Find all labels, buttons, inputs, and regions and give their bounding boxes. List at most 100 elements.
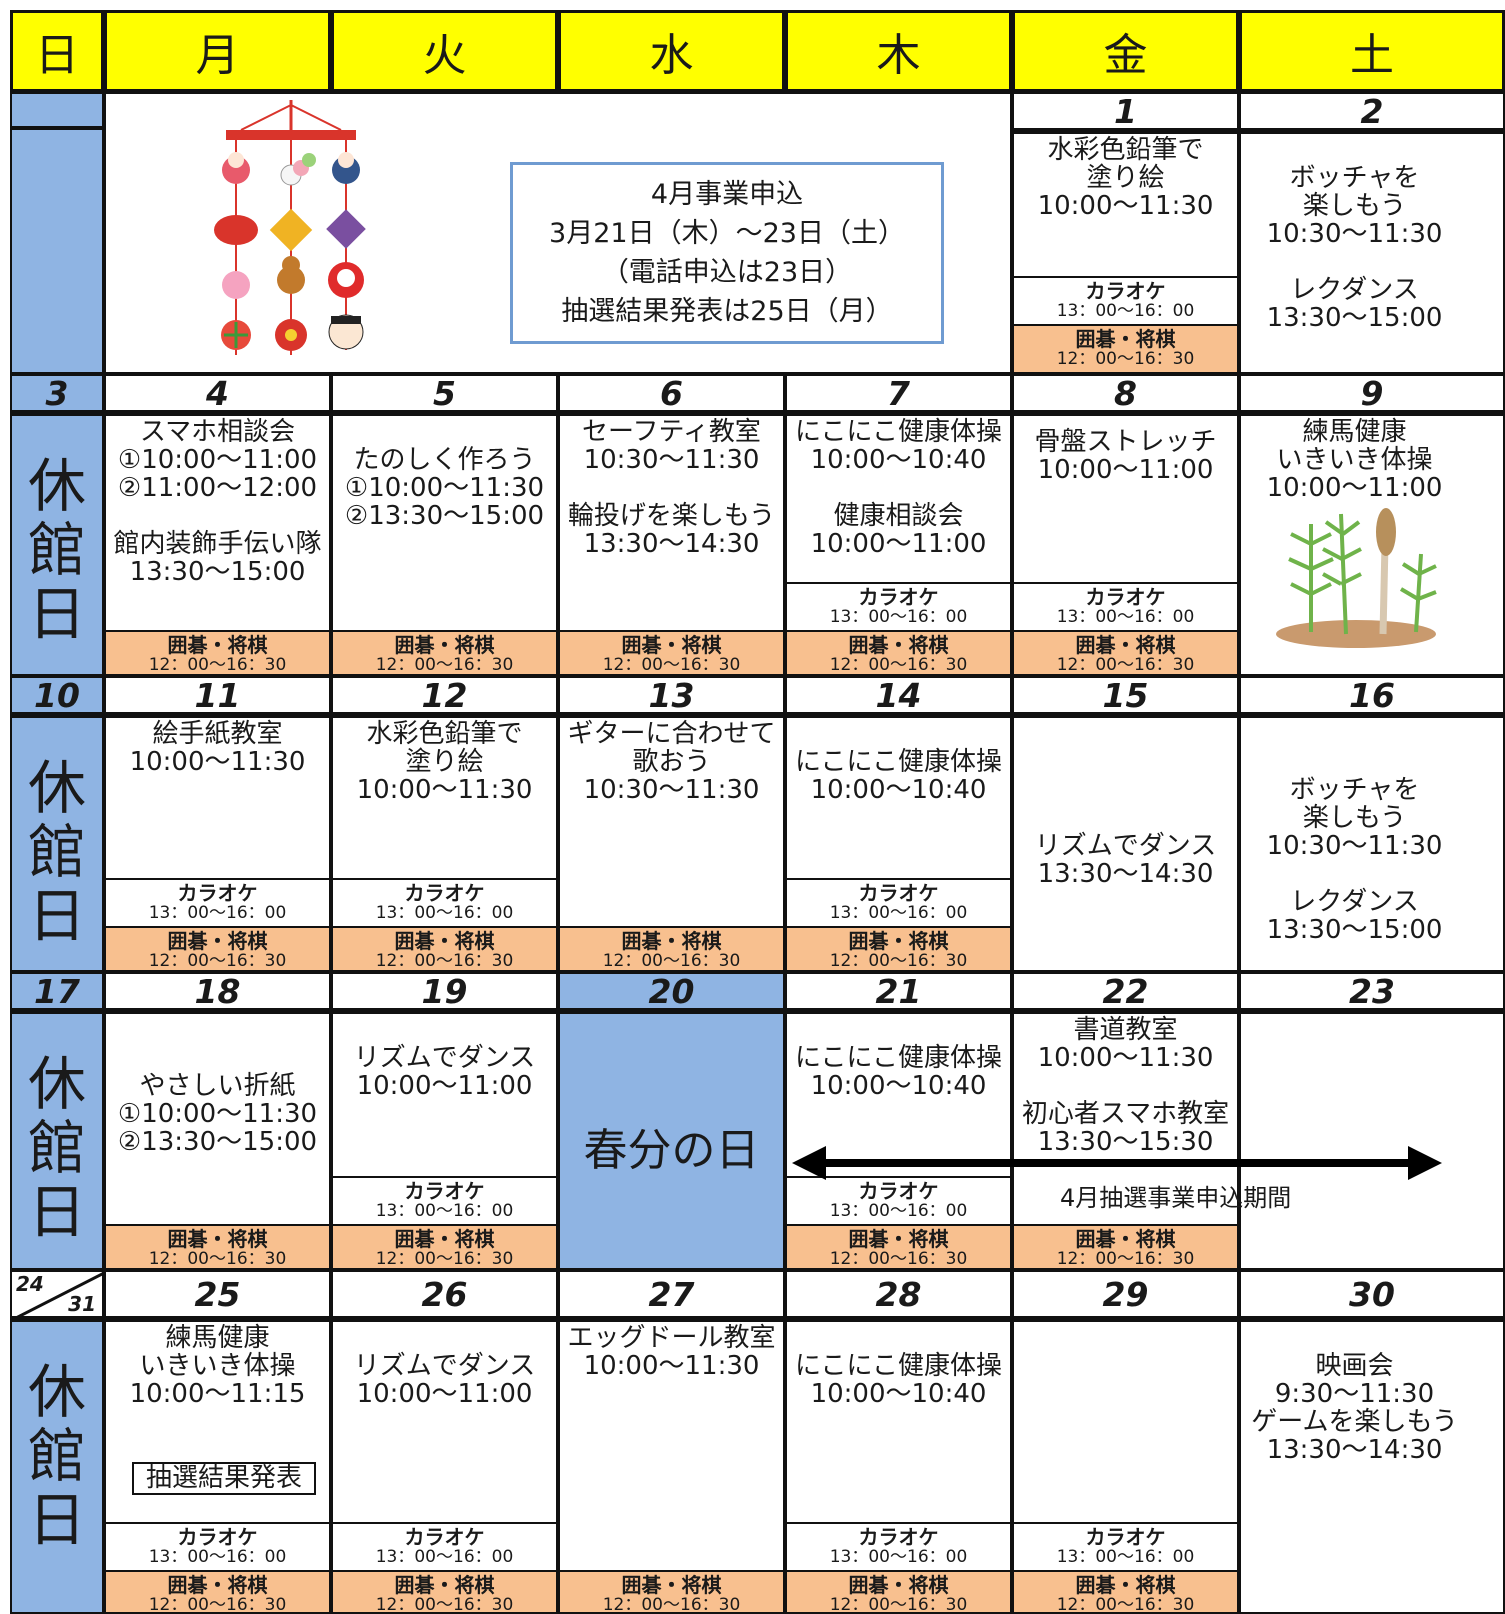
header-thu: 木 bbox=[785, 10, 1012, 92]
activity-text: 骨盤ストレッチ 10:00〜11:00 bbox=[1034, 427, 1217, 485]
day-number: 21 bbox=[785, 972, 1012, 1012]
activity-text: リズムでダンス 13:30〜14:30 bbox=[1034, 831, 1217, 889]
closed-char: 日 bbox=[27, 580, 86, 648]
day-number: 12 bbox=[331, 676, 558, 716]
horsetail-illustration bbox=[1276, 508, 1437, 648]
go-time: 12：00〜16：30 bbox=[602, 951, 741, 971]
day-number: 17 bbox=[10, 972, 104, 1012]
header-label: 水 bbox=[649, 30, 694, 81]
header-wed: 水 bbox=[558, 10, 785, 92]
go-time: 12：00〜16：30 bbox=[829, 655, 968, 675]
day-cell: ボッチャを 楽しもう 10:30〜11:30 レクダンス 13:30〜15:00 bbox=[1239, 132, 1505, 374]
header-label: 月 bbox=[195, 30, 240, 81]
holiday-label: 春分の日 bbox=[583, 1125, 760, 1176]
karaoke-label: カラオケ bbox=[404, 1525, 485, 1549]
double-arrow-icon bbox=[792, 1146, 1442, 1180]
go-time: 12：00〜16：30 bbox=[148, 655, 287, 675]
go-time: 12：00〜16：30 bbox=[375, 1249, 514, 1269]
go-time: 12：00〜16：30 bbox=[602, 655, 741, 675]
day-number: 13 bbox=[558, 676, 785, 716]
day-number: 1 bbox=[1012, 92, 1239, 132]
day-cell: ボッチャを 楽しもう 10:30〜11:30 レクダンス 13:30〜15:00 bbox=[1239, 716, 1505, 972]
day-number: 7 bbox=[785, 374, 1012, 414]
day-cell: 書道教室 10:00〜11:30 初心者スマホ教室 13:30〜15:30 囲碁… bbox=[1012, 1012, 1239, 1270]
karaoke-time: 13：00〜16：00 bbox=[148, 1547, 287, 1567]
go-time: 12：00〜16：30 bbox=[1056, 1595, 1195, 1614]
application-period-label: 4月抽選事業申込期間 bbox=[1060, 1184, 1292, 1212]
go-label: 囲碁・将棋 bbox=[621, 633, 722, 657]
closed-char: 休 bbox=[27, 1050, 86, 1118]
go-label: 囲碁・将棋 bbox=[167, 1573, 268, 1597]
karaoke-time: 13：00〜16：00 bbox=[148, 903, 287, 923]
go-time: 12：00〜16：30 bbox=[829, 951, 968, 971]
day-number: 10 bbox=[10, 676, 104, 716]
activity-text: 水彩色鉛筆で 塗り絵 10:00〜11:30 bbox=[1037, 135, 1214, 221]
karaoke-time: 13：00〜16：00 bbox=[1056, 607, 1195, 627]
calendar: 日 月 火 水 木 金 土 4月事業申込 bbox=[10, 10, 1505, 1614]
go-label: 囲碁・将棋 bbox=[848, 929, 949, 953]
day-number: 2 bbox=[1239, 92, 1505, 132]
karaoke-label: カラオケ bbox=[858, 881, 939, 905]
day-number: 27 bbox=[558, 1270, 785, 1320]
day-cell: リズムでダンス 13:30〜14:30 bbox=[1012, 716, 1239, 972]
day-number: 18 bbox=[104, 972, 331, 1012]
header-label: 金 bbox=[1103, 30, 1148, 81]
karaoke-time: 13：00〜16：00 bbox=[829, 903, 968, 923]
go-label: 囲碁・将棋 bbox=[1075, 1573, 1176, 1597]
karaoke-label: カラオケ bbox=[404, 881, 485, 905]
day-number: 11 bbox=[104, 676, 331, 716]
day-number: 22 bbox=[1012, 972, 1239, 1012]
go-time: 12：00〜16：30 bbox=[148, 1595, 287, 1614]
go-label: 囲碁・将棋 bbox=[621, 1573, 722, 1597]
activity-text: 水彩色鉛筆で 塗り絵 10:00〜11:30 bbox=[356, 719, 533, 805]
closed-char: 休 bbox=[27, 452, 86, 520]
hina-mobile-illustration bbox=[214, 100, 366, 355]
day-number: 4 bbox=[104, 374, 331, 414]
go-time: 12：00〜16：30 bbox=[375, 951, 514, 971]
day-number: 30 bbox=[1239, 1270, 1505, 1320]
karaoke-label: カラオケ bbox=[1085, 279, 1166, 303]
go-label: 囲碁・将棋 bbox=[1075, 633, 1176, 657]
notice-line: 3月21日（木）〜23日（土） bbox=[549, 218, 905, 249]
karaoke-time: 13：00〜16：00 bbox=[375, 1201, 514, 1221]
go-label: 囲碁・将棋 bbox=[1075, 1227, 1176, 1251]
go-label: 囲碁・将棋 bbox=[1075, 327, 1176, 351]
header-tue: 火 bbox=[331, 10, 558, 92]
sun-body-cell bbox=[10, 128, 104, 374]
activity-text: ボッチャを 楽しもう 10:30〜11:30 レクダンス 13:30〜15:00 bbox=[1266, 163, 1443, 333]
activity-text: 練馬健康 いきいき体操 10:00〜11:00 bbox=[1266, 417, 1443, 503]
activity-text: ボッチャを 楽しもう 10:30〜11:30 レクダンス 13:30〜15:00 bbox=[1266, 775, 1443, 945]
notice-line: 抽選結果発表は25日（月） bbox=[561, 296, 893, 327]
activity-text: やさしい折紙 ①10:00〜11:30 ②13:30〜15:00 bbox=[117, 1071, 318, 1157]
header-label: 木 bbox=[876, 30, 921, 81]
closed-char: 日 bbox=[27, 1486, 86, 1554]
go-label: 囲碁・将棋 bbox=[848, 633, 949, 657]
activity-text: にこにこ健康体操 10:00〜10:40 bbox=[795, 1351, 1002, 1409]
activity-text: セーフティ教室 10:30〜11:30 輪投げを楽しもう 13:30〜14:30 bbox=[567, 417, 776, 559]
go-label: 囲碁・将棋 bbox=[167, 1227, 268, 1251]
day-number: 6 bbox=[558, 374, 785, 414]
